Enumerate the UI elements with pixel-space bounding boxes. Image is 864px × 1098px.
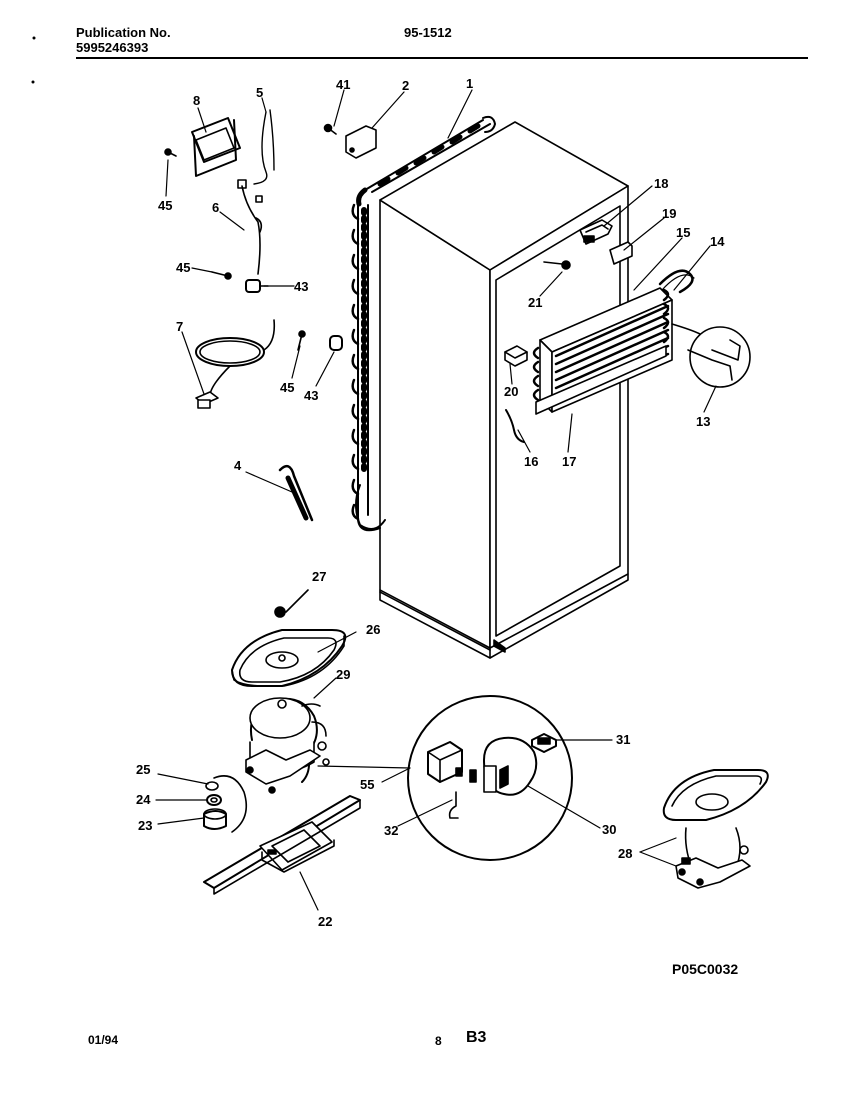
condenser-coil: [351, 115, 496, 532]
callout-7: 7: [176, 319, 184, 334]
part-26: [231, 629, 347, 687]
diagram-code: P05C0032: [672, 961, 739, 977]
callout-43: 43: [294, 279, 309, 294]
callout-45-b: 45: [176, 260, 191, 275]
callout-26: 26: [366, 622, 381, 637]
compressor-right: [662, 769, 769, 889]
part-5: [253, 109, 275, 185]
callout-32: 32: [384, 823, 399, 838]
callout-1: 1: [466, 76, 474, 91]
publication-label: Publication No.: [76, 25, 171, 40]
callout-31: 31: [616, 732, 631, 747]
leader-lines: [155, 89, 717, 911]
edge-mark: [32, 36, 36, 40]
part-21: [543, 260, 571, 270]
callout-5: 5: [256, 85, 264, 100]
callout-45-c: 45: [280, 380, 295, 395]
part-43-b: [329, 335, 343, 351]
callout-24: 24: [136, 792, 151, 807]
refrigerator-cabinet: [379, 121, 629, 659]
model-number: 95-1512: [404, 25, 452, 40]
callout-29: 29: [336, 667, 351, 682]
section-label: B3: [466, 1029, 487, 1046]
callout-13: 13: [696, 414, 711, 429]
callout-15: 15: [676, 225, 691, 240]
callout-28: 28: [618, 846, 633, 861]
callout-19: 19: [662, 206, 677, 221]
relay-detail: [407, 695, 573, 861]
part-6: [237, 179, 263, 275]
callout-45: 45: [158, 198, 173, 213]
part-20: [504, 345, 528, 367]
part-7: [195, 319, 276, 409]
capillary-detail: [687, 326, 751, 388]
callout-6: 6: [212, 200, 220, 215]
part-8: [191, 117, 241, 177]
page-number: 8: [435, 1034, 442, 1048]
callout-16: 16: [524, 454, 539, 469]
evaporator: [532, 269, 701, 415]
callout-18: 18: [654, 176, 669, 191]
callout-41: 41: [336, 77, 351, 92]
part-4: [278, 464, 314, 522]
callout-43-b: 43: [304, 388, 319, 403]
callout-21: 21: [528, 295, 543, 310]
callout-22: 22: [318, 914, 333, 929]
callout-4: 4: [234, 458, 242, 473]
part-16: [505, 409, 525, 443]
mount-detail: [203, 775, 248, 833]
part-2: [345, 125, 377, 159]
edge-mark: [31, 80, 35, 84]
callout-2: 2: [402, 78, 410, 93]
callout-55: 55: [360, 777, 375, 792]
callout-30: 30: [602, 822, 617, 837]
publication-number: 5995246393: [76, 40, 149, 55]
callout-14: 14: [710, 234, 725, 249]
callout-27: 27: [312, 569, 327, 584]
compressor: [245, 697, 330, 794]
part-22: [203, 795, 361, 895]
part-45: [164, 148, 306, 351]
callout-23: 23: [138, 818, 153, 833]
callout-8: 8: [193, 93, 201, 108]
part-41: [323, 123, 337, 135]
date-stamp: 01/94: [88, 1033, 119, 1047]
callout-25: 25: [136, 762, 151, 777]
part-27: [274, 589, 309, 618]
callout-20: 20: [504, 384, 519, 399]
callout-17: 17: [562, 454, 577, 469]
